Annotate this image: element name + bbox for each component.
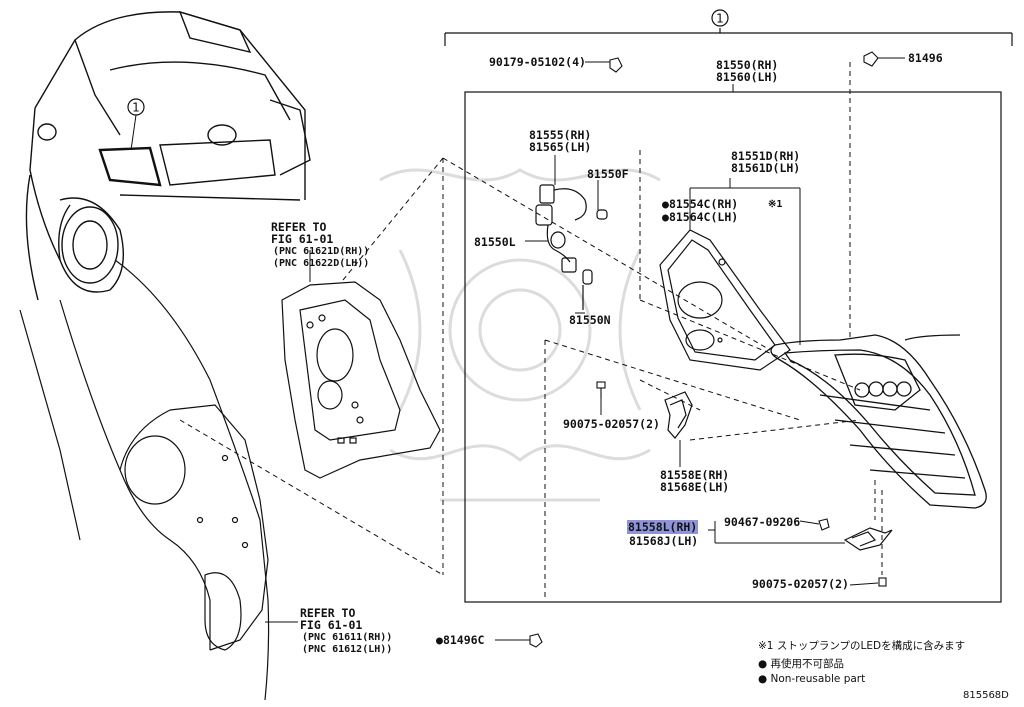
part-label-81550l[interactable]: 81550L [474, 235, 516, 249]
part-label-81555-rh[interactable]: 81555(RH) [529, 128, 592, 142]
lamp-bracket-81558l[interactable] [843, 527, 893, 551]
part-label-81558l-rh[interactable]: 81558L(RH) [627, 520, 699, 534]
refer-lower-line1[interactable]: REFER TO [300, 606, 356, 620]
part-label-90075-02057-a[interactable]: 90075-02057(2) [563, 417, 660, 431]
tail-lamp-lens[interactable] [770, 334, 987, 509]
refer-lower-line3: (PNC 61611(RH)) [302, 632, 393, 643]
part-label-81561d-lh[interactable]: 81561D(LH) [731, 161, 801, 175]
part-label-81560-lh[interactable]: 81560(LH) [716, 70, 779, 84]
assembly-bracket [444, 28, 1013, 46]
part-label-90075-02057-b[interactable]: 90075-02057(2) [752, 577, 849, 591]
refer-upper-line3: (PNC 61621D(RH)) [273, 246, 370, 257]
part-label-81568j-lh[interactable]: 81568J(LH) [629, 534, 699, 548]
refer-lower-line4: (PNC 61612(LH)) [302, 644, 393, 655]
part-label-81496c[interactable]: ●81496C [436, 633, 485, 647]
part-label-90467-09206[interactable]: 90467-09206 [724, 515, 801, 529]
assembly-callout-number: 1 [716, 12, 724, 26]
refer-lower-line2[interactable]: FIG 61-01 [300, 618, 363, 632]
note-reference-mark: ※1 [768, 199, 783, 210]
diagram-id: 815568D [963, 690, 1009, 701]
inner-quarter-panel [281, 281, 441, 479]
part-label-81564c-lh[interactable]: ●81564C(LH) [662, 210, 739, 224]
screws-and-clips[interactable] [529, 51, 887, 648]
part-label-81550-rh[interactable]: 81550(RH) [716, 58, 779, 72]
part-label-81554c-rh[interactable]: ●81554C(RH) [662, 197, 739, 211]
non-reusable-dot: ● [436, 633, 443, 647]
refer-upper-line1[interactable]: REFER TO [271, 220, 327, 234]
non-reusable-dot: ● [662, 197, 669, 211]
lamp-base-gasket[interactable] [659, 229, 791, 371]
assembly-callout-circle[interactable]: 1 [711, 9, 729, 27]
socket-and-wire[interactable] [535, 184, 608, 310]
vehicle-rear-illustration [25, 10, 311, 301]
dashed-reference-lines [179, 62, 883, 600]
body-side-panel [19, 259, 270, 701]
part-label-81558e-rh[interactable]: 81558E(RH) [660, 468, 730, 482]
part-label-90179-05102[interactable]: 90179-05102(4) [489, 55, 586, 69]
note-non-reusable-en: ● Non-reusable part [758, 673, 866, 685]
part-label-81551d-rh[interactable]: 81551D(RH) [731, 149, 801, 163]
vehicle-callout-circle[interactable]: 1 [127, 98, 145, 151]
part-label-81550f[interactable]: 81550F [587, 167, 629, 181]
vehicle-callout-number: 1 [132, 101, 140, 115]
leader-lines [265, 57, 905, 641]
non-reusable-dot: ● [662, 210, 669, 224]
part-label-81550n[interactable]: 81550N [569, 313, 611, 327]
part-label-81568e-lh[interactable]: 81568E(LH) [660, 480, 730, 494]
refer-upper-line2[interactable]: FIG 61-01 [271, 232, 334, 246]
part-label-81565-lh[interactable]: 81565(LH) [529, 140, 592, 154]
refer-upper-line4: (PNC 61622D(LH)) [273, 258, 370, 269]
note-non-reusable-jp: ● 再使用不可部品 [758, 658, 844, 670]
note-led-stop-lamp: ※1 ストップランプのLEDを構成に含みます [758, 640, 966, 652]
highlighted-part-number[interactable]: 81558L(RH) [627, 520, 699, 534]
lamp-bracket-81558e[interactable] [664, 391, 693, 439]
watermark-emblem [379, 168, 661, 502]
part-label-81496[interactable]: 81496 [908, 51, 943, 65]
